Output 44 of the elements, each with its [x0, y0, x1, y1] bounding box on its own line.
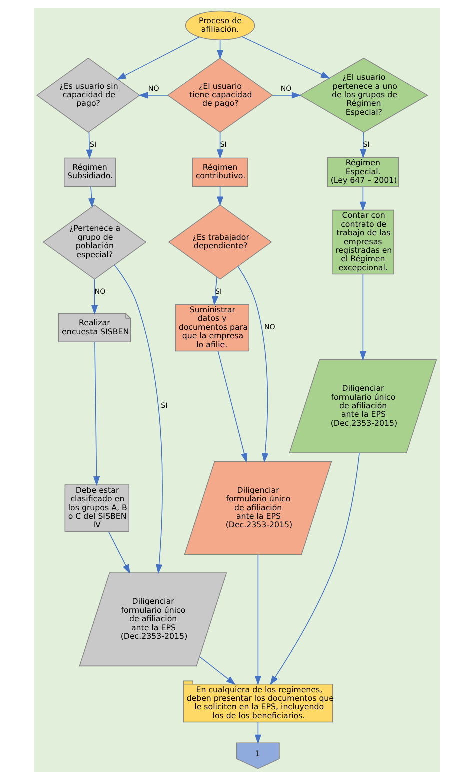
node-diamond: ¿El usuario pertenece a uno de los grupos de Régimen Especial? — [300, 58, 428, 134]
arrow — [216, 40, 224, 60]
edge-label: SI — [216, 286, 222, 296]
node-box: Contar con contrato de trabajo de las empresas registradas en el Régimen excepcional. — [332, 210, 394, 275]
arrow — [360, 274, 366, 361]
arrow — [138, 92, 168, 99]
node-box: Debe estar clasificado en los grupos A, B o C del SISBEN IV — [64, 484, 130, 532]
arrow — [254, 722, 262, 744]
arrow — [216, 132, 224, 160]
node-box: Suministrar datos y documentos para que la empresa lo afilie. — [175, 304, 250, 352]
node-diamond: ¿Es trabajador dependiente? — [168, 204, 272, 280]
arrow — [93, 342, 100, 486]
node-box: Régimen Especial. (Ley 647 – 2001) — [327, 157, 400, 188]
node-diamond: ¿El usuario tiene capacidad de pago? — [167, 58, 274, 134]
arrow — [238, 266, 269, 463]
arrow — [88, 186, 96, 208]
arrow — [360, 186, 366, 212]
edge-label: SI — [161, 401, 168, 410]
node-box: Régimen Subsidiado. — [64, 158, 116, 188]
arrow — [242, 36, 331, 79]
edge-label: SI — [220, 140, 227, 149]
node-diamond: ¿Pertenece a grupo de población especial? — [42, 204, 147, 280]
edge-label: NO — [280, 84, 292, 93]
arrow — [254, 554, 262, 686]
arrow — [212, 276, 219, 306]
edge-label: NO — [148, 84, 160, 93]
edge-label: SI — [363, 140, 370, 149]
arrow — [218, 350, 248, 463]
arrow — [216, 186, 224, 206]
arrow — [114, 264, 163, 574]
arrow — [199, 656, 236, 686]
arrow — [108, 531, 130, 574]
arrow — [116, 36, 200, 80]
arrow — [86, 132, 93, 160]
arrow — [360, 132, 367, 159]
node-box: Régimen contributivo. — [192, 158, 248, 188]
edge-label: SI — [90, 140, 97, 149]
edge-label: NO — [94, 286, 106, 296]
edge-label: NO — [264, 322, 276, 332]
arrow — [272, 92, 302, 99]
node-diamond: ¿Es usuario sin capacidad de pago? — [36, 58, 140, 134]
arrow — [91, 279, 98, 315]
arrow — [270, 452, 360, 686]
node-ellipse: Proceso de afiliación. — [185, 10, 256, 41]
